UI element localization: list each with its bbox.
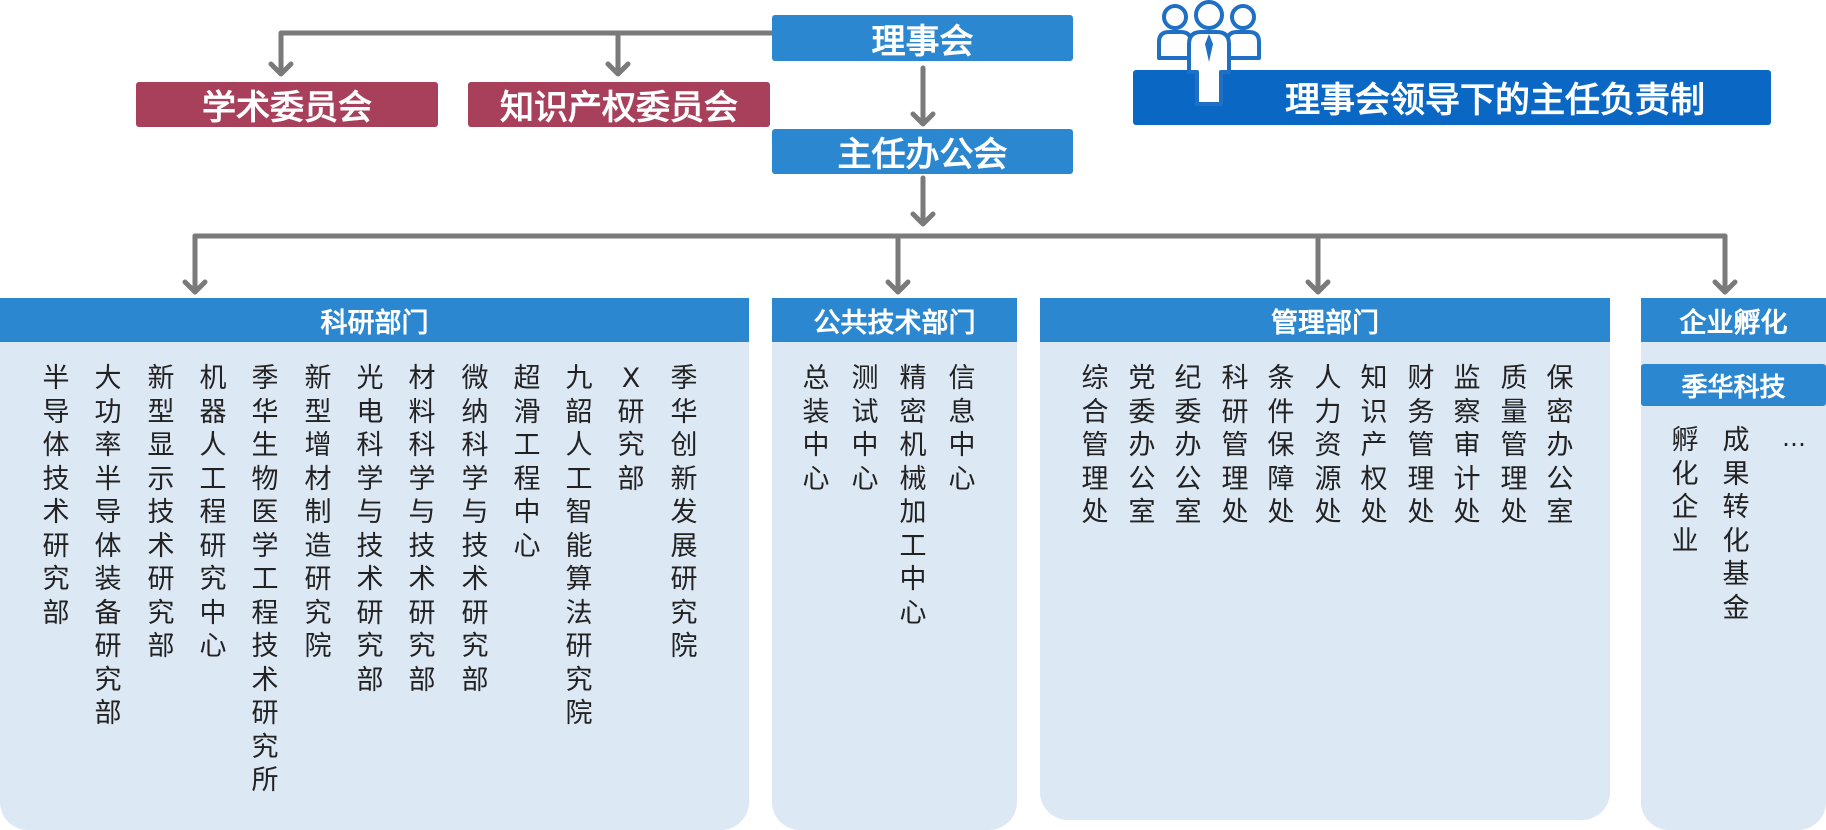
management-item: 党委办公室 <box>1128 363 1156 528</box>
management-item: 综合管理处 <box>1081 363 1109 528</box>
enterprise-incubation-title: 企业孵化 <box>1641 298 1826 342</box>
research-item: 新型增材制造研究院 <box>304 363 332 662</box>
management-item: 科研管理处 <box>1221 363 1249 528</box>
management-item: 保密办公室 <box>1546 363 1574 528</box>
research-item: 季华生物医学工程技术研究所 <box>251 363 279 796</box>
research-item: 新型显示技术研究部 <box>147 363 175 662</box>
connector-board-committees <box>278 30 775 75</box>
ip-committee-label: 知识产权委员会 <box>500 88 738 128</box>
jihua-tech-subheader: 季华科技 <box>1641 364 1826 406</box>
research-item: 九韶人工智能算法研究院 <box>565 363 593 729</box>
management-item: 纪委办公室 <box>1174 363 1202 528</box>
enterprise-more-ellipsis: … <box>1782 424 1806 452</box>
research-item: 光电科学与技术研究部 <box>356 363 384 696</box>
enterprise-item: 成果转化基金 <box>1722 425 1750 624</box>
management-item: 人力资源处 <box>1314 363 1342 528</box>
people-icon <box>1157 0 1261 106</box>
public-tech-department-panel: 公共技术部门 总装中心 测试中心 精密机械加工中心 信息中心 <box>772 298 1017 830</box>
governance-banner-label: 理事会领导下的主任负责制 <box>1285 81 1706 121</box>
management-item: 条件保障处 <box>1267 363 1295 528</box>
management-item: 监察审计处 <box>1453 363 1481 528</box>
academic-committee-label: 学术委员会 <box>202 88 372 128</box>
management-department-panel: 管理部门 综合管理处 党委办公室 纪委办公室 科研管理处 条件保障处 人力资源处… <box>1040 298 1610 820</box>
research-item: 机器人工程研究中心 <box>199 363 227 662</box>
public-tech-item: 总装中心 <box>802 363 830 495</box>
research-item: 半导体技术研究部 <box>42 363 70 629</box>
research-item: 季华创新发展研究院 <box>670 363 698 662</box>
public-tech-department-title: 公共技术部门 <box>772 298 1017 342</box>
enterprise-incubation-panel: 企业孵化 季华科技 孵化企业 成果转化基金 … <box>1641 298 1826 830</box>
management-item: 财务管理处 <box>1407 363 1435 528</box>
board-box: 理事会 <box>772 15 1073 62</box>
research-department-title: 科研部门 <box>0 298 749 342</box>
research-item: 微纳科学与技术研究部 <box>461 363 489 696</box>
director-office-label: 主任办公会 <box>837 135 1008 175</box>
research-item: X研究部 <box>617 363 645 495</box>
public-tech-item: 测试中心 <box>851 363 879 495</box>
research-item: 大功率半导体装备研究部 <box>94 363 122 729</box>
academic-committee-box: 学术委员会 <box>136 82 438 128</box>
management-department-title: 管理部门 <box>1040 298 1610 342</box>
management-item: 知识产权处 <box>1360 363 1388 528</box>
research-item: 超滑工程中心 <box>513 363 541 562</box>
director-office-box: 主任办公会 <box>772 129 1073 175</box>
management-item: 质量管理处 <box>1500 363 1528 528</box>
ip-committee-box: 知识产权委员会 <box>468 82 770 128</box>
governance-banner: 理事会领导下的主任负责制 <box>1133 70 1771 125</box>
public-tech-item: 信息中心 <box>948 363 976 495</box>
research-department-panel: 科研部门 半导体技术研究部 大功率半导体装备研究部 新型显示技术研究部 机器人工… <box>0 298 749 830</box>
public-tech-item: 精密机械加工中心 <box>899 363 927 629</box>
research-item: 材料科学与技术研究部 <box>408 363 436 696</box>
board-label: 理事会 <box>871 21 974 62</box>
enterprise-item: 孵化企业 <box>1671 425 1699 557</box>
